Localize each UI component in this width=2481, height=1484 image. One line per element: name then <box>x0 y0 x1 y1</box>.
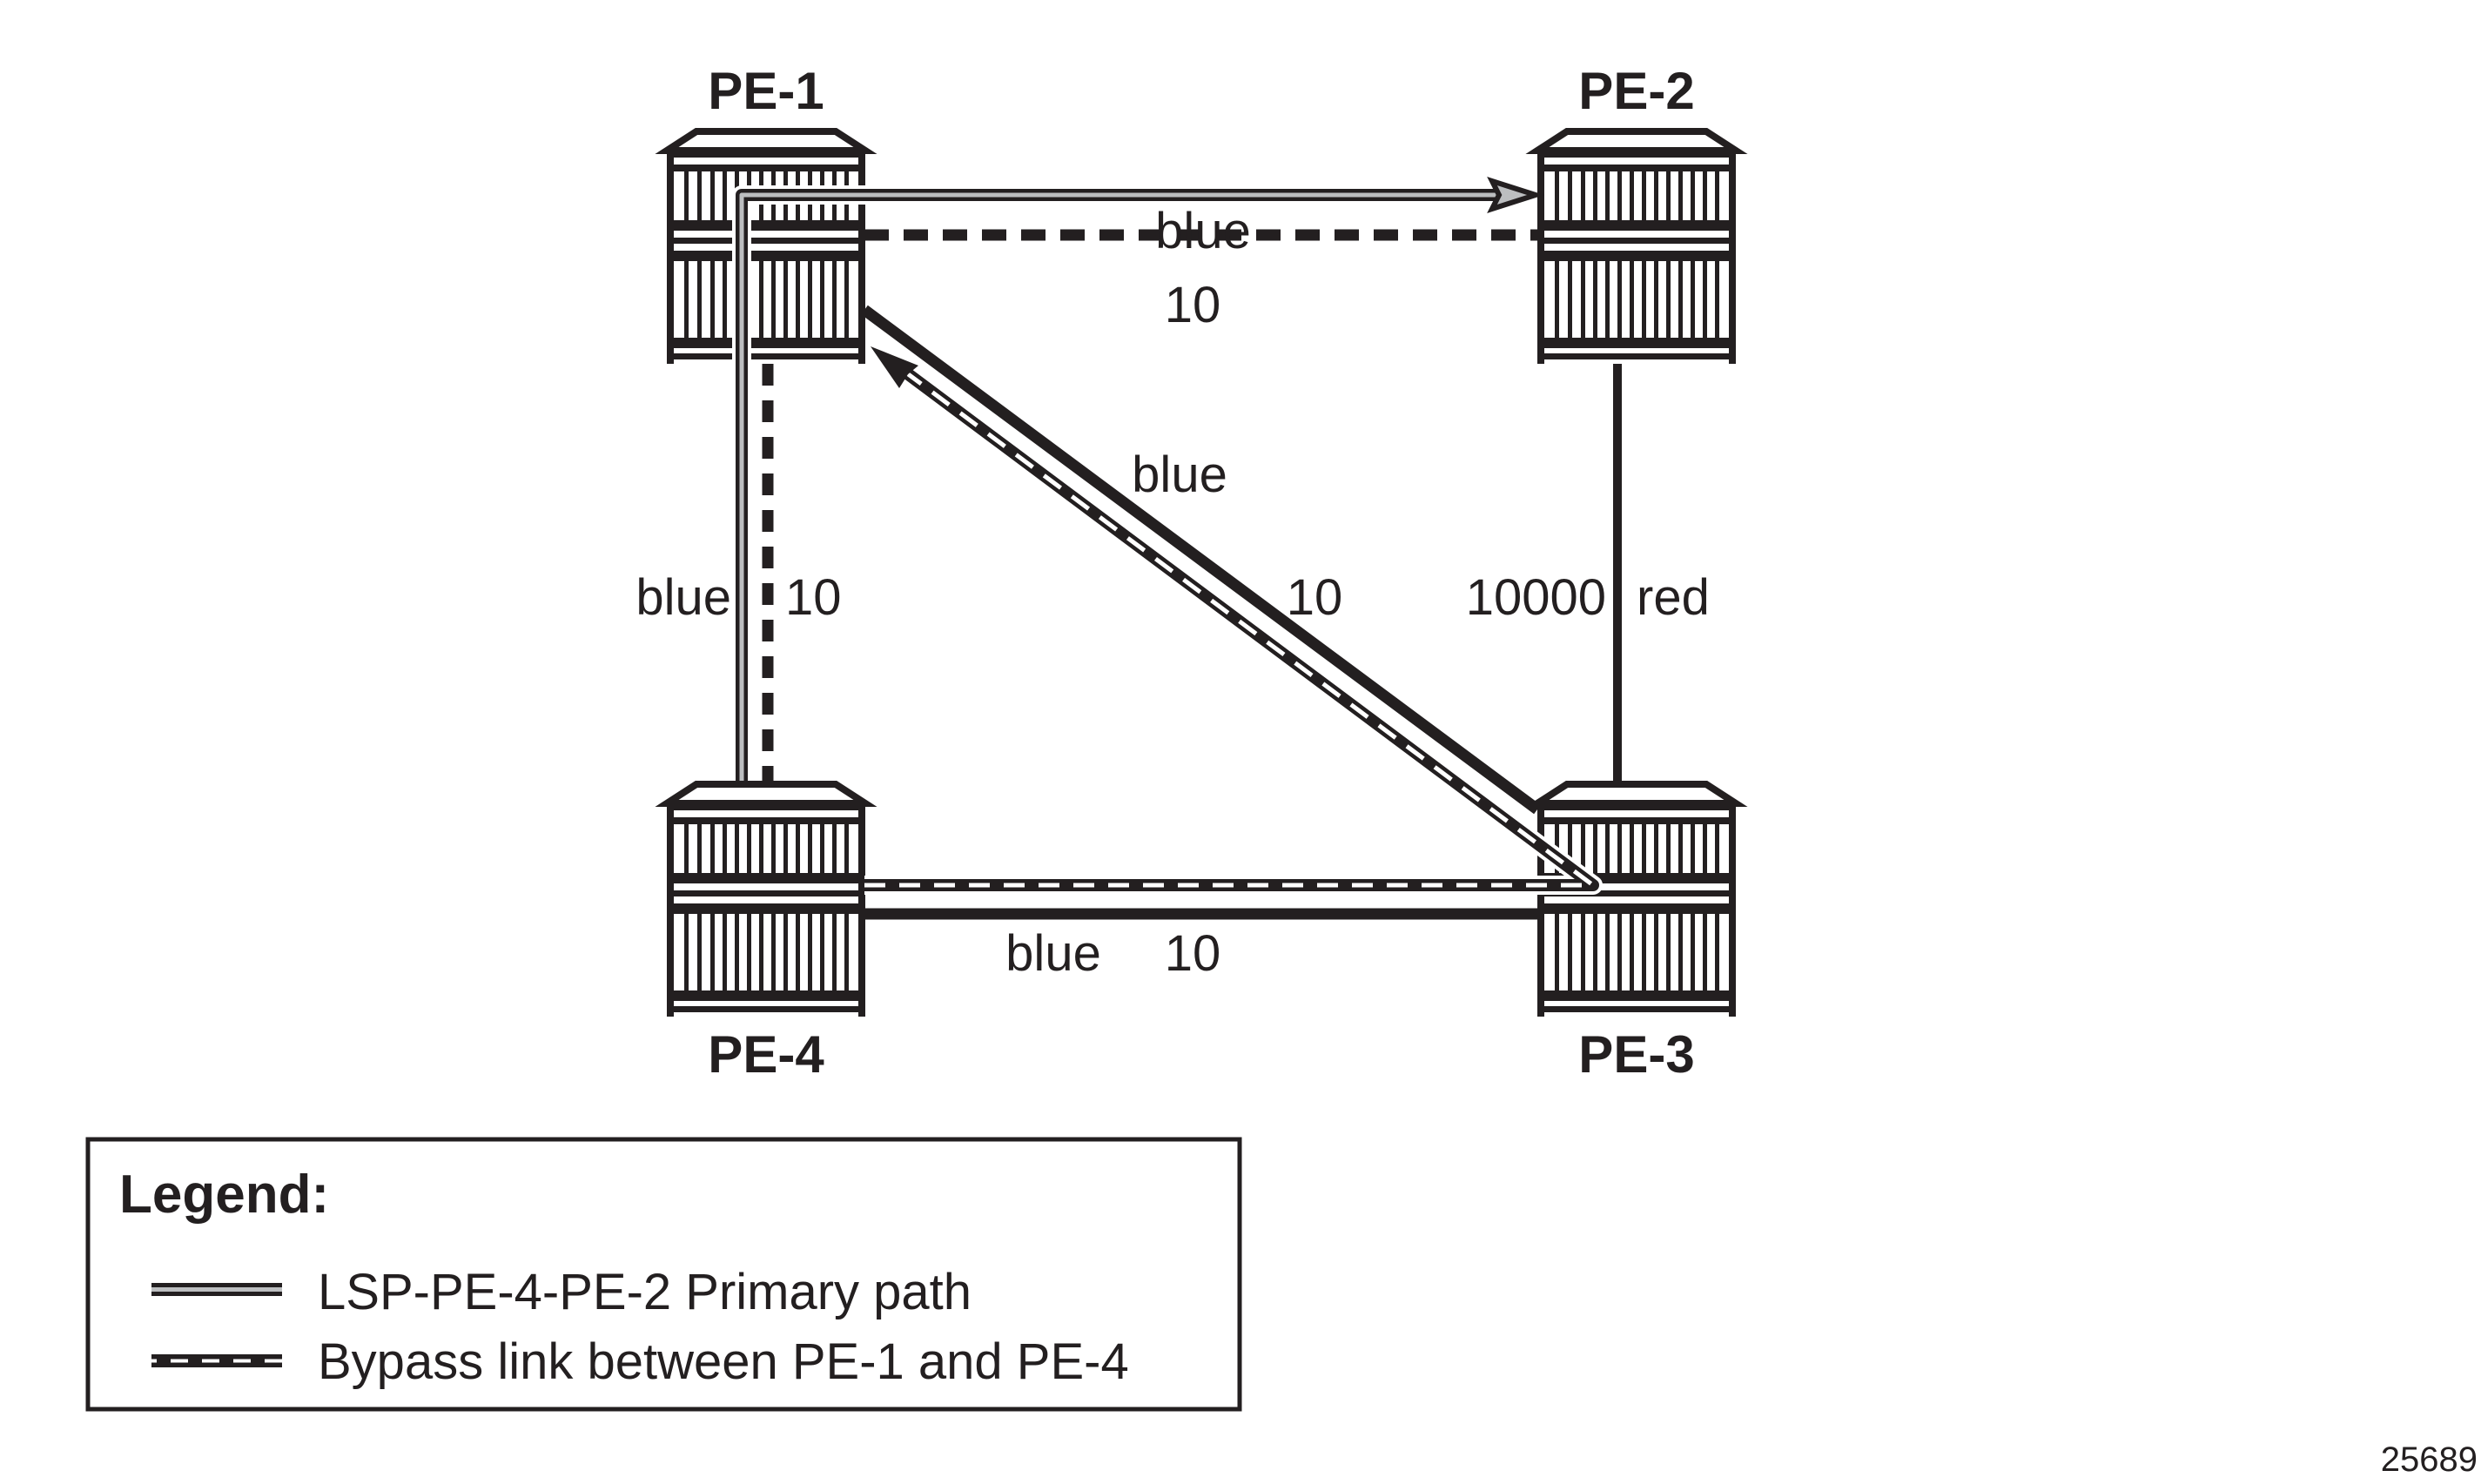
label-pe4-pe3-metric: 10 <box>1165 925 1221 982</box>
label-pe1-pe2-group: blue <box>1155 203 1251 259</box>
double-dashed-line-icon <box>151 1354 282 1367</box>
router-pe1[interactable] <box>667 131 865 364</box>
label-pe1-pe4-group: blue <box>635 569 731 626</box>
legend-item-lsp: LSP-PE-4-PE-2 Primary path <box>151 1264 972 1320</box>
router-pe3[interactable] <box>1537 784 1736 1017</box>
node-label-pe4: PE-4 <box>708 1025 824 1084</box>
node-label-pe1: PE-1 <box>708 62 824 120</box>
legend-label-lsp: LSP-PE-4-PE-2 Primary path <box>318 1264 972 1320</box>
lsp-arrowhead-icon <box>1487 176 1544 214</box>
bypass-path <box>864 346 1603 895</box>
label-pe2-pe3-group: red <box>1637 569 1710 626</box>
bypass-arrowhead-icon <box>871 346 918 388</box>
node-label-pe3: PE-3 <box>1578 1025 1694 1084</box>
legend: Legend: LSP-PE-4-PE-2 Primary path Bypas… <box>85 1137 1242 1412</box>
double-gray-line-icon <box>151 1283 282 1296</box>
label-pe1-pe3-metric: 10 <box>1287 569 1343 626</box>
router-pe4[interactable] <box>667 784 865 1017</box>
lsp-primary-path <box>732 176 1544 781</box>
figure-id: 25689 <box>2381 1440 2478 1479</box>
router-pe2[interactable] <box>1537 131 1736 364</box>
label-pe4-pe3-group: blue <box>1005 925 1101 982</box>
legend-title: Legend: <box>119 1165 329 1225</box>
label-pe1-pe4-metric: 10 <box>785 569 842 626</box>
label-pe2-pe3-metric: 10000 <box>1466 569 1606 626</box>
label-pe1-pe2-metric: 10 <box>1165 277 1221 333</box>
legend-item-bypass: Bypass link between PE-1 and PE-4 <box>151 1333 1129 1390</box>
node-label-pe2: PE-2 <box>1578 62 1694 120</box>
label-pe1-pe3-group: blue <box>1132 447 1227 503</box>
link-pe1-pe3 <box>861 305 1541 815</box>
legend-label-bypass: Bypass link between PE-1 and PE-4 <box>318 1333 1129 1390</box>
